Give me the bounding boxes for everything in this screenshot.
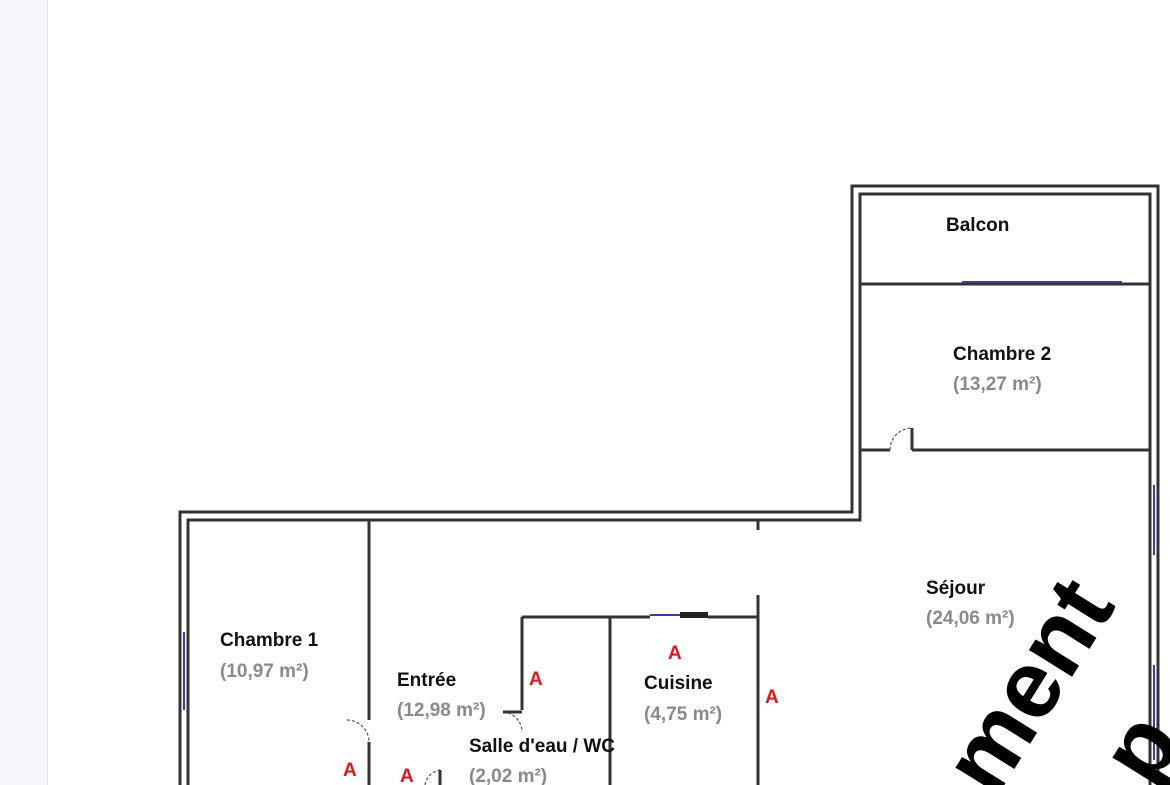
room-chambre2-name: Chambre 2 (953, 344, 1051, 365)
walls (178, 184, 1160, 785)
room-chambre1-area: (10,97 m²) (220, 661, 309, 682)
door-entree-low (424, 769, 441, 785)
marker-a-sde: A (529, 669, 543, 690)
room-entree-area: (12,98 m²) (397, 700, 486, 721)
room-sejour-name: Séjour (926, 578, 986, 599)
outer-wall-inner (186, 192, 1152, 785)
room-chambre2-area: (13,27 m²) (953, 374, 1042, 395)
room-sejour-area: (24,06 m²) (926, 608, 1015, 629)
left-sidebar (0, 0, 48, 785)
watermark-stamp-2: p (1079, 695, 1170, 785)
outer-wall-outer (178, 184, 1160, 785)
door-chambre1 (346, 719, 370, 743)
room-cuisine-name: Cuisine (644, 673, 713, 694)
room-balcon-name: Balcon (946, 215, 1009, 236)
window-cuisine-frame (680, 612, 708, 618)
room-chambre1-name: Chambre 1 (220, 630, 319, 651)
door-chambre2 (889, 427, 913, 451)
room-salle-eau-area: (2,02 m²) (469, 766, 547, 785)
marker-a-cuisine-right: A (765, 687, 779, 708)
room-cuisine-area: (4,75 m²) (644, 704, 722, 725)
room-salle-eau-name: Salle d'eau / WC (469, 736, 615, 757)
windows (183, 281, 1155, 760)
doors (346, 427, 913, 785)
door-sde (502, 711, 523, 733)
marker-a-entree: A (400, 766, 414, 785)
marker-a-cuisine-top: A (668, 643, 682, 664)
marker-a-chambre1: A (343, 760, 357, 781)
room-entree-name: Entrée (397, 670, 456, 691)
